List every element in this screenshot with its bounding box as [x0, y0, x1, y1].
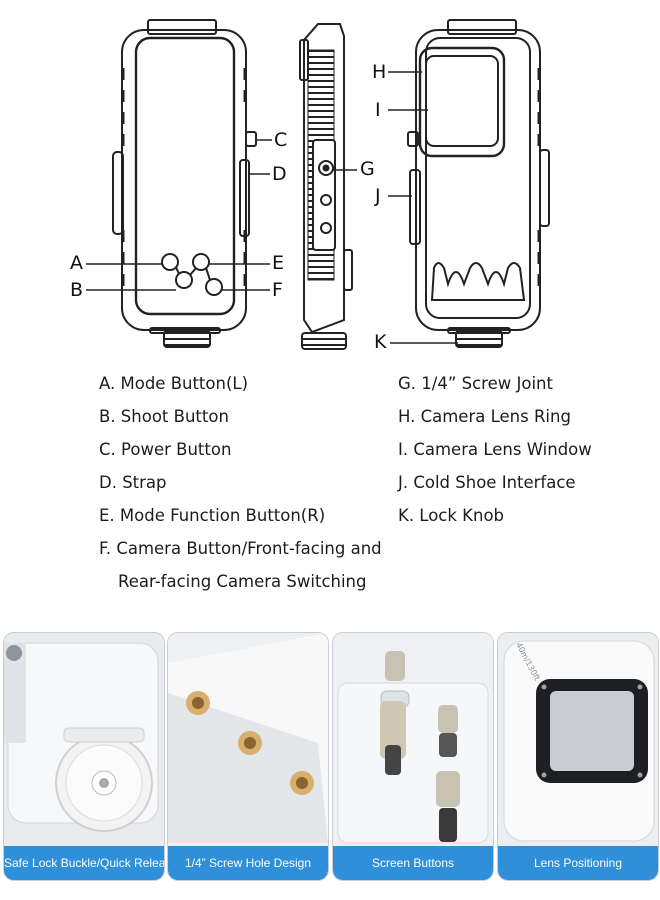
- callout-h: H: [372, 61, 387, 83]
- callout-i: I: [375, 99, 381, 121]
- front-view: [112, 19, 257, 348]
- back-view: [407, 19, 550, 348]
- panel-screw-holes: 1/4” Screw Hole Design: [167, 632, 329, 881]
- panel-lock-buckle: Safe Lock Buckle/Quick Release: [3, 632, 165, 881]
- callout-k: K: [374, 331, 387, 353]
- panel-lens-positioning: 40m/130ft Lens Positioning: [497, 632, 659, 881]
- legend-item-g: G. 1/4” Screw Joint: [398, 374, 553, 393]
- legend-item-f: F. Camera Button/Front-facing and: [99, 539, 382, 558]
- caption-screw-hole: 1/4” Screw Hole Design: [168, 846, 328, 880]
- legend-item-c: C. Power Button: [99, 440, 232, 459]
- callout-a: A: [70, 252, 83, 274]
- legend-item-e: E. Mode Function Button(R): [99, 506, 326, 525]
- callout-g: G: [360, 158, 375, 180]
- legend-item-h: H. Camera Lens Ring: [398, 407, 571, 426]
- screen-buttons-illustration: [333, 633, 493, 880]
- side-view: [299, 23, 353, 350]
- legend-item-a: A. Mode Button(L): [99, 374, 249, 393]
- legend-item-k: K. Lock Knob: [398, 506, 505, 525]
- lens-window-illustration: [498, 633, 658, 880]
- housing-diagram: A B C D E F G H I J K: [0, 0, 660, 360]
- legend-item-i: I. Camera Lens Window: [398, 440, 592, 459]
- legend-left: A. Mode Button(L) B. Shoot Button C. Pow…: [99, 367, 382, 598]
- callout-j: J: [375, 185, 381, 207]
- legend-item-d: D. Strap: [99, 473, 167, 492]
- callout-d: D: [272, 163, 287, 185]
- brass-inserts: [186, 691, 314, 795]
- callout-f: F: [272, 279, 283, 301]
- legend-item-j: J. Cold Shoe Interface: [398, 473, 576, 492]
- lock-knob-illustration: [4, 633, 164, 880]
- caption-screen-buttons: Screen Buttons: [333, 846, 493, 880]
- legend-item-b: B. Shoot Button: [99, 407, 229, 426]
- leader-lines: [86, 71, 458, 344]
- caption-lens-positioning: Lens Positioning: [498, 846, 658, 880]
- button-plungers: [380, 651, 460, 842]
- caption-safe-lock: Safe Lock Buckle/Quick Release: [4, 846, 164, 880]
- legend-item-f-continued: Rear-facing Camera Switching: [118, 572, 367, 591]
- housing-drawings: [86, 19, 550, 350]
- screw-holes-illustration: [168, 633, 328, 880]
- callout-b: B: [70, 279, 84, 301]
- callout-e: E: [272, 252, 285, 274]
- legend-right: G. 1/4” Screw Joint H. Camera Lens Ring …: [398, 367, 592, 532]
- callout-c: C: [274, 129, 288, 151]
- panel-screen-buttons: Screen Buttons: [332, 632, 494, 881]
